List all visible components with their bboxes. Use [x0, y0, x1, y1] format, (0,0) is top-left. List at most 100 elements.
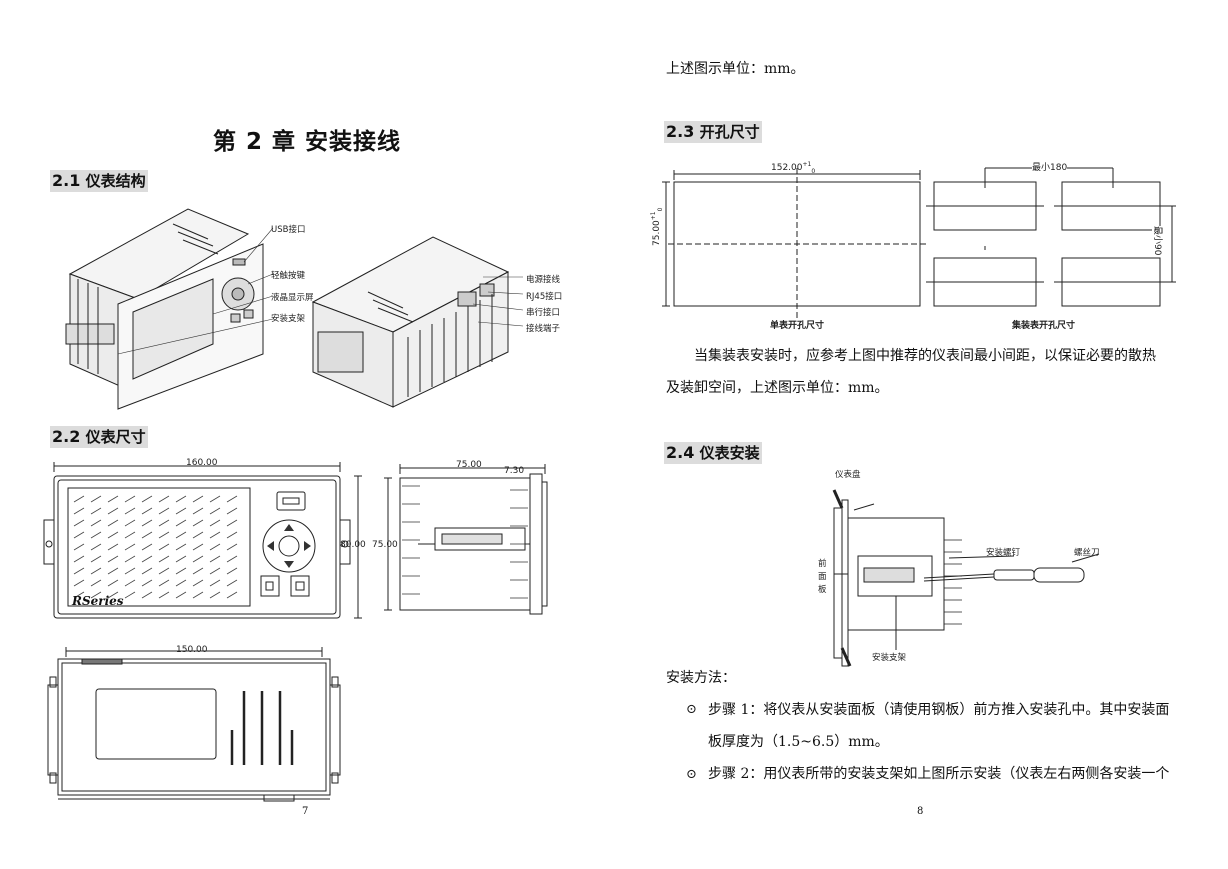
- drawing-line: [73, 495, 85, 503]
- drawing-line: [209, 519, 221, 527]
- drawing-line: [124, 591, 136, 599]
- drawing-line: [90, 495, 102, 503]
- drawing-line: [192, 579, 204, 587]
- drawing-line: [175, 555, 187, 563]
- section-title: 仪表结构: [85, 172, 146, 190]
- install-label-panel: 仪表盘: [835, 470, 861, 480]
- drawing-line: [158, 567, 170, 575]
- drawing-line: [107, 543, 119, 551]
- drawing-line: [192, 531, 204, 539]
- drawing-line: [226, 531, 238, 539]
- drawing-line: [209, 507, 221, 515]
- drawing-line: [141, 567, 153, 575]
- label-power: 电源接线: [526, 275, 561, 285]
- install-label-bracket: 安装支架: [872, 653, 907, 663]
- drawing-line: [107, 591, 119, 599]
- section-number: 2.4: [666, 443, 695, 462]
- cutout-min-width: 最小180: [1032, 160, 1068, 173]
- drawing-line: [107, 555, 119, 563]
- drawing-line: [175, 507, 187, 515]
- drawing-line: [141, 543, 153, 551]
- cutout-width-tol: +1: [802, 161, 812, 168]
- meter-front-illustration: [65, 208, 274, 410]
- drawing-line: [226, 579, 238, 587]
- drawing-line: [192, 555, 204, 563]
- drawing-line: [107, 579, 119, 587]
- page-number-left: 7: [302, 806, 309, 817]
- section-title: 仪表安装: [699, 444, 760, 462]
- step1-line1: 步骤 1：将仪表从安装面板（请使用钢板）前方推入安装孔中。其中安装面: [708, 702, 1170, 718]
- drawing-line: [107, 519, 119, 527]
- drawing-line: [209, 495, 221, 503]
- drawing-line: [124, 531, 136, 539]
- drawing-line: [90, 579, 102, 587]
- drawing-line: [141, 519, 153, 527]
- section-2-2-heading: 2.2 仪表尺寸: [50, 426, 148, 448]
- dim-front-height: 80.00: [340, 540, 366, 550]
- drawing-line: [73, 555, 85, 563]
- drawing-line: [175, 531, 187, 539]
- dim-side-depth: 75.00: [456, 460, 482, 470]
- drawing-line: [158, 519, 170, 527]
- section-2-3-heading: 2.3 开孔尺寸: [664, 121, 762, 143]
- drawing-line: [90, 507, 102, 515]
- install-label-front-1: 前: [818, 559, 827, 569]
- drawing-line: [175, 579, 187, 587]
- section-title: 开孔尺寸: [699, 123, 760, 141]
- install-label-front-2: 面: [818, 572, 827, 582]
- brand-logo: RSeries: [72, 594, 124, 608]
- step1-line2: 板厚度为（1.5~6.5）mm。: [708, 734, 889, 750]
- install-method-label: 安装方法：: [666, 670, 736, 686]
- drawing-line: [107, 507, 119, 515]
- drawing-line: [209, 567, 221, 575]
- drawing-line: [158, 591, 170, 599]
- bullet-icon: ⊙: [686, 767, 697, 782]
- drawing-line: [175, 543, 187, 551]
- drawing-line: [158, 555, 170, 563]
- meter-rear-illustration: [311, 236, 524, 408]
- cutout-height-tol0: 0: [656, 207, 664, 212]
- drawing-line: [226, 591, 238, 599]
- cutout-single-height: 75.00+10: [650, 208, 664, 246]
- drawing-line: [226, 567, 238, 575]
- drawing-line: [90, 555, 102, 563]
- left-page: 第 2 章 安装接线 2.1 仪表结构: [43, 129, 563, 817]
- drawing-line: [90, 591, 102, 599]
- cutout-width-tol0: 0: [811, 167, 816, 175]
- drawing-line: [158, 507, 170, 515]
- label-terminal: 接线端子: [526, 324, 561, 334]
- drawing-line: [192, 495, 204, 503]
- cutout-single-width: 152.00+10: [771, 161, 815, 175]
- drawing-line: [209, 555, 221, 563]
- drawing-line: [175, 495, 187, 503]
- drawing-line: [124, 543, 136, 551]
- drawing-line: [90, 567, 102, 575]
- drawing-line: [175, 591, 187, 599]
- drawing-line: [192, 519, 204, 527]
- drawing-line: [107, 531, 119, 539]
- drawing-line: [141, 507, 153, 515]
- drawing-line: [73, 531, 85, 539]
- drawing-line: [124, 555, 136, 563]
- para-2-3-line2: 及装卸空间，上述图示单位：mm。: [666, 380, 889, 396]
- step2-line1: 步骤 2：用仪表所带的安装支架如上图所示安装（仪表左右两侧各安装一个: [708, 766, 1170, 782]
- section-number: 2.3: [666, 122, 695, 141]
- label-keys: 轻触按键: [271, 271, 306, 281]
- cutout-group-caption: 集装表开孔尺寸: [1012, 321, 1076, 331]
- label-serial: 串行接口: [526, 308, 561, 318]
- section-2-4-heading: 2.4 仪表安装: [664, 442, 762, 464]
- front-view-drawing: [43, 462, 362, 619]
- drawing-line: [73, 543, 85, 551]
- drawing-line: [124, 495, 136, 503]
- section-number: 2.2: [52, 427, 81, 446]
- drawing-line: [107, 567, 119, 575]
- section-title: 仪表尺寸: [85, 428, 146, 446]
- page-number-right: 8: [917, 806, 924, 817]
- drawing-line: [192, 567, 204, 575]
- drawing-line: [209, 531, 221, 539]
- side-view-drawing: [384, 464, 548, 615]
- drawing-line: [158, 543, 170, 551]
- drawing-line: [226, 543, 238, 551]
- drawing-line: [73, 507, 85, 515]
- drawing-line: [158, 579, 170, 587]
